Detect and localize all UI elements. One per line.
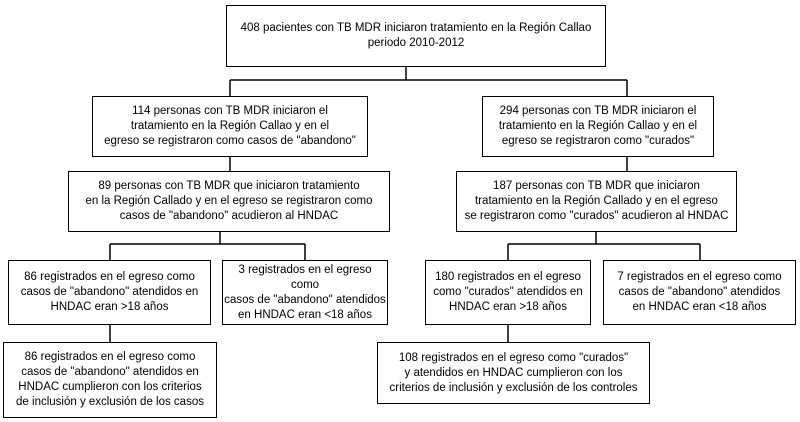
- box-abandono-total: 114 personas con TB MDR iniciaron el tra…: [92, 96, 368, 157]
- box-controles-final: 108 registrados en el egreso como "curad…: [377, 342, 650, 404]
- box-abandono-menores-18-text: 3 registrados en el egreso como casos de…: [224, 263, 386, 321]
- box-abandono-mayores-18: 86 registrados en el egreso como casos d…: [8, 260, 211, 325]
- box-abandono-menores-18: 3 registrados en el egreso como casos de…: [222, 260, 388, 325]
- box-curados-mayores-18-text: 180 registrados en el egreso como "curad…: [433, 271, 583, 313]
- box-casos-final: 86 registrados en el egreso como casos d…: [3, 342, 217, 418]
- box-curados-menores-18-text: 7 registrados en el egreso como casos de…: [617, 271, 782, 313]
- box-curados-hndac: 187 personas con TB MDR que iniciaron tr…: [456, 171, 737, 232]
- box-curados-total-text: 294 personas con TB MDR iniciaron el tra…: [498, 105, 698, 147]
- box-total-pacientes: 408 pacientes con TB MDR iniciaron trata…: [226, 5, 606, 67]
- box-curados-hndac-text: 187 personas con TB MDR que iniciaron tr…: [464, 180, 729, 222]
- box-curados-total: 294 personas con TB MDR iniciaron el tra…: [482, 96, 714, 157]
- box-controles-final-text: 108 registrados en el egreso como "curad…: [389, 351, 638, 394]
- box-casos-final-text: 86 registrados en el egreso como casos d…: [16, 351, 204, 408]
- box-abandono-mayores-18-text: 86 registrados en el egreso como casos d…: [20, 271, 199, 313]
- box-abandono-total-text: 114 personas con TB MDR iniciaron el tra…: [104, 105, 356, 147]
- box-curados-mayores-18: 180 registrados en el egreso como "curad…: [425, 260, 591, 325]
- box-total-pacientes-text: 408 pacientes con TB MDR iniciaron trata…: [240, 22, 592, 49]
- box-curados-menores-18: 7 registrados en el egreso como casos de…: [603, 260, 796, 325]
- box-abandono-hndac-text: 89 personas con TB MDR que iniciaron tra…: [85, 180, 373, 222]
- box-abandono-hndac: 89 personas con TB MDR que iniciaron tra…: [68, 171, 390, 232]
